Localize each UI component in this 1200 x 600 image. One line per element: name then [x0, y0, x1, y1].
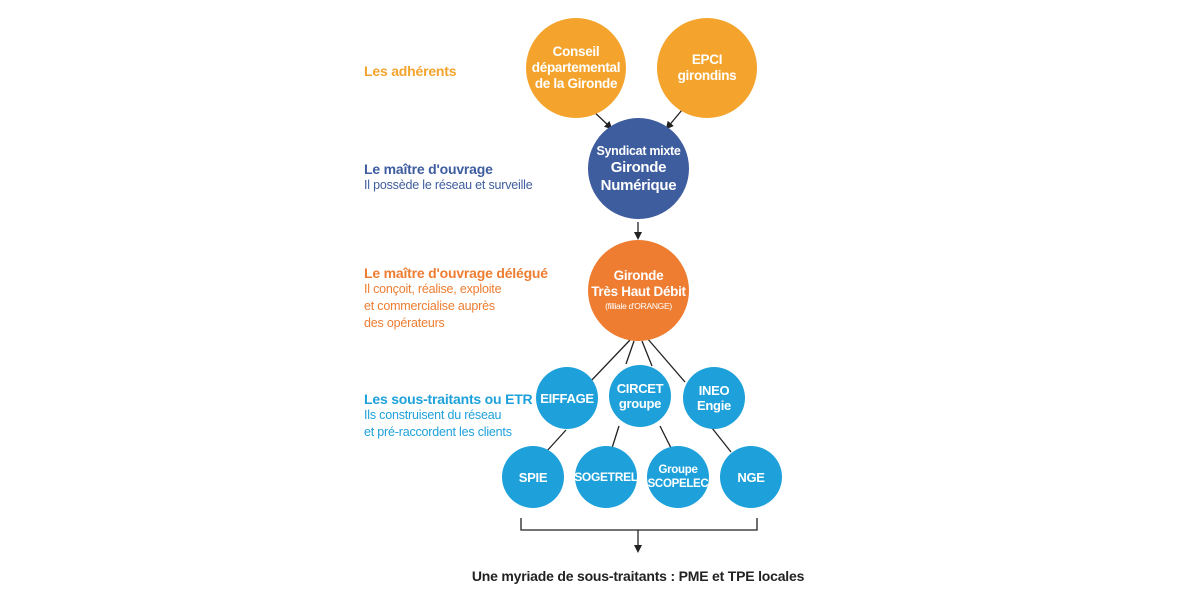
bracket — [520, 518, 758, 531]
node-syndicat-mixte: Syndicat mixte Gironde Numérique — [588, 118, 689, 219]
node-circet: CIRCET groupe — [609, 365, 671, 427]
line-eiffage-to-spie — [545, 429, 567, 453]
line-thd-to-eiffage — [589, 339, 631, 383]
footer-caption: Une myriade de sous-traitants : PME et T… — [471, 568, 805, 584]
label-owner-desc: Il possède le réseau et surveille — [364, 178, 533, 192]
node-nge: NGE — [720, 446, 782, 508]
node-epci: EPCI girondins — [657, 18, 757, 118]
node-thd-line-3: (filliale d'ORANGE) — [605, 301, 672, 311]
arrow-epci-to-syndicat — [665, 109, 683, 130]
line-circet-to-sogetrel — [611, 425, 620, 449]
node-conseil-line-1: Conseil — [552, 44, 600, 59]
node-conseil-line-3: de la Gironde — [534, 76, 618, 91]
label-subcontractors-title: Les sous-traitants ou ETR — [364, 391, 533, 407]
node-epci-line-2: girondins — [677, 68, 737, 83]
node-spie: SPIE — [502, 446, 564, 508]
label-subcontractors-desc-2: et pré-raccordent les clients — [364, 425, 512, 439]
node-ineo-line-2: Engie — [697, 398, 731, 413]
line-circet-to-scopelec — [659, 425, 672, 449]
node-thd-line-2: Très Haut Débit — [591, 284, 686, 299]
node-conseil-line-2: départemental — [531, 60, 621, 75]
node-circet-line-1: CIRCET — [616, 381, 664, 396]
label-delegated-desc-2: et commercialise auprès — [364, 299, 495, 313]
line-thd-to-circet-left — [625, 340, 635, 365]
label-owner-title: Le maître d'ouvrage — [364, 161, 493, 177]
label-members: Les adhérents — [364, 63, 457, 79]
label-delegated-desc-1: Il conçoit, réalise, exploite — [364, 282, 502, 296]
node-scopelec: Groupe SCOPELEC — [647, 446, 709, 508]
label-delegated-desc-3: des opérateurs — [364, 316, 445, 330]
line-thd-to-ineo — [646, 337, 686, 383]
label-owner: Le maître d'ouvrage Il possède le réseau… — [364, 161, 533, 194]
node-nge-label: NGE — [737, 469, 765, 485]
node-eiffage: EIFFAGE — [536, 367, 598, 429]
node-scopelec-line-1: Groupe — [658, 464, 698, 476]
node-sogetrel: SOGETREL — [574, 446, 638, 508]
node-epci-line-1: EPCI — [691, 52, 723, 67]
node-gironde-thd: Gironde Très Haut Débit (filliale d'ORAN… — [588, 240, 689, 341]
node-conseil-departemental: Conseil départemental de la Gironde — [526, 18, 626, 118]
label-subcontractors-desc-1: Ils construisent du réseau — [364, 408, 502, 422]
node-syndicat-line-2: Gironde — [610, 158, 667, 176]
node-scopelec-line-2: SCOPELEC — [647, 478, 709, 490]
node-sogetrel-label: SOGETREL — [574, 470, 638, 484]
label-subcontractors: Les sous-traitants ou ETR Ils construise… — [364, 391, 533, 441]
line-thd-to-circet-right — [641, 340, 653, 367]
line-ineo-to-nge — [711, 427, 732, 453]
node-thd-line-1: Gironde — [613, 268, 664, 283]
label-delegated-title: Le maître d'ouvrage délégué — [364, 265, 548, 281]
node-syndicat-line-1: Syndicat mixte — [596, 143, 681, 158]
node-circet-line-2: groupe — [618, 396, 662, 411]
node-ineo: INEO Engie — [683, 367, 745, 429]
label-delegated: Le maître d'ouvrage délégué Il conçoit, … — [364, 265, 548, 332]
node-eiffage-label: EIFFAGE — [540, 390, 594, 406]
node-spie-label: SPIE — [518, 469, 548, 485]
label-members-title: Les adhérents — [364, 63, 457, 79]
node-ineo-line-1: INEO — [698, 383, 730, 398]
node-syndicat-line-3: Numérique — [600, 176, 677, 194]
